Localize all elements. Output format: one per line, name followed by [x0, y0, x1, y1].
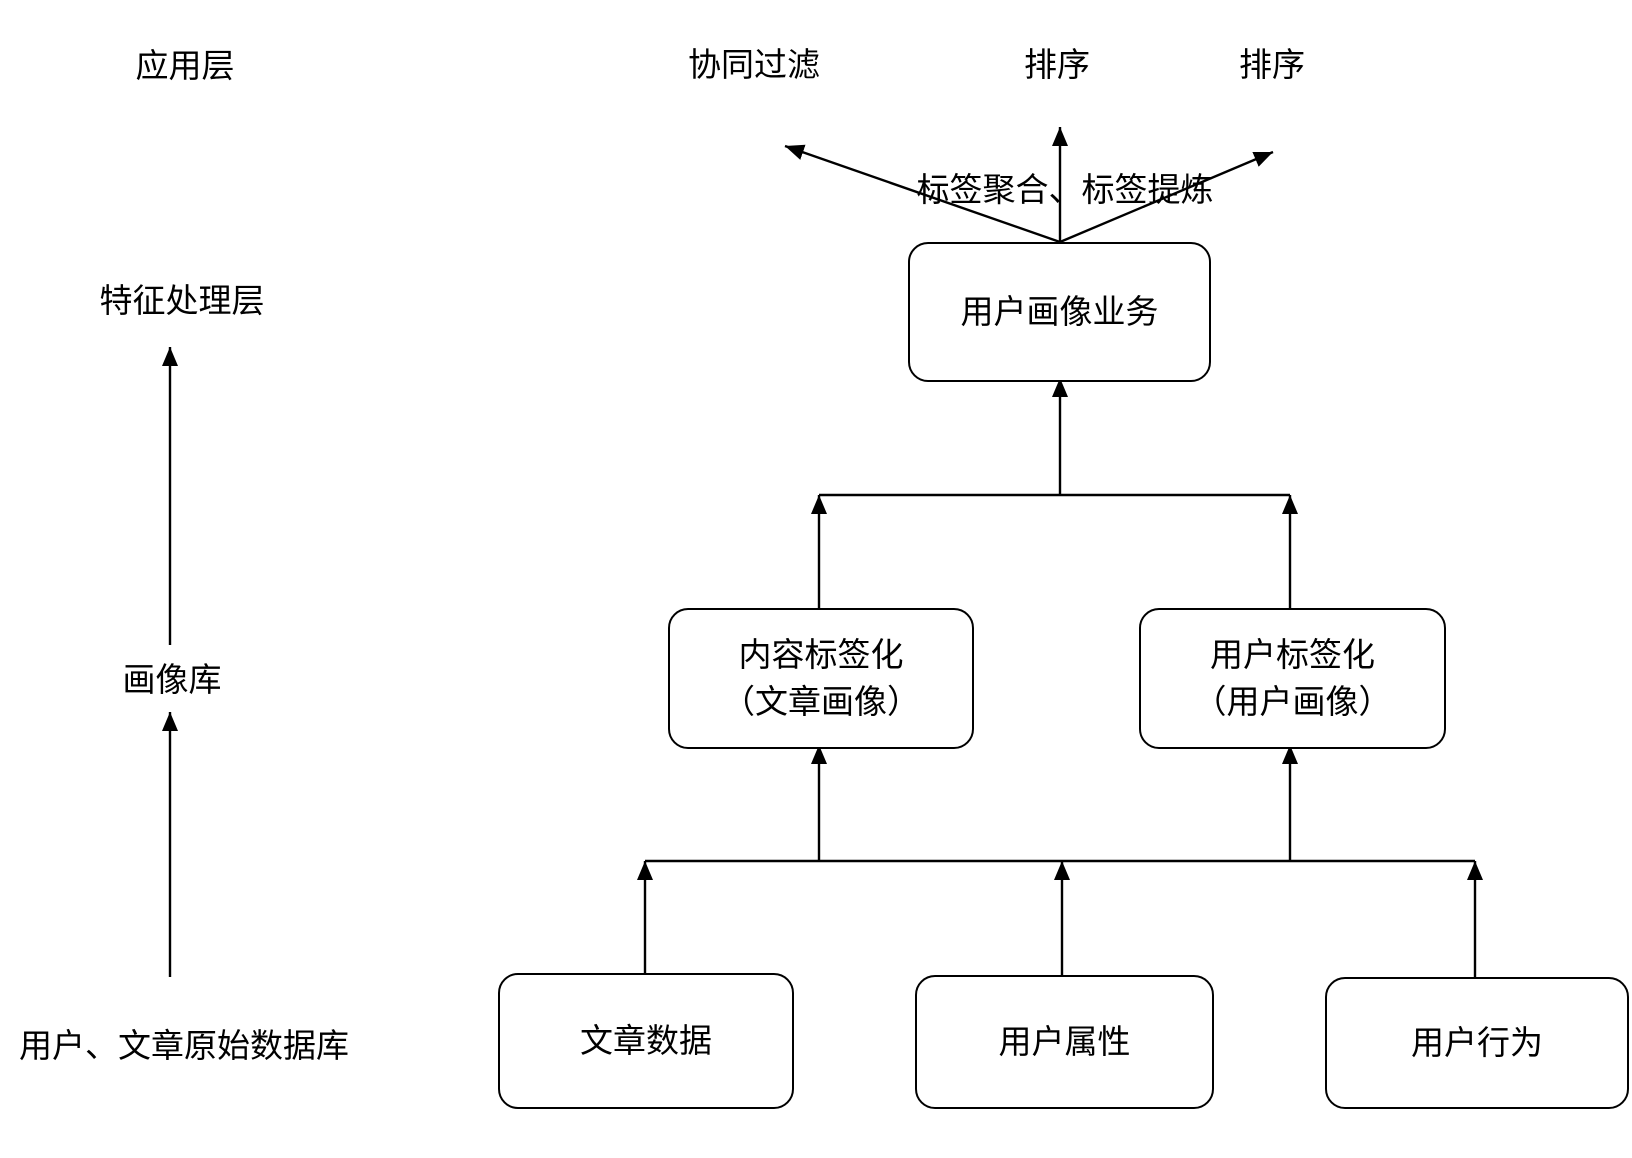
node-user-tagging-label-line2: （用户画像）	[1193, 682, 1392, 720]
node-user-behavior-label: 用户行为	[1411, 1023, 1543, 1061]
node-user-profile-service-label: 用户画像业务	[960, 292, 1159, 330]
connector-service-to-ranking-right-arrow	[1059, 150, 1274, 244]
node-user-behavior: 用户行为	[1325, 977, 1629, 1109]
node-article-data: 文章数据	[498, 973, 794, 1109]
label-feature-processing-layer: 特征处理层	[99, 282, 265, 319]
node-content-tagging: 内容标签化 （文章画像）	[668, 608, 974, 749]
node-article-data-label: 文章数据	[580, 1021, 712, 1059]
connector-service-to-collaborative-filtering-arrow	[784, 144, 1061, 244]
node-content-tagging-label-line2: （文章画像）	[722, 682, 920, 720]
label-raw-database: 用户、文章原始数据库	[19, 1027, 349, 1064]
node-user-attributes-label: 用户属性	[998, 1022, 1131, 1060]
label-ranking-right: 排序	[1239, 46, 1305, 83]
node-user-tagging-label-line1: 用户标签化	[1210, 635, 1375, 673]
node-user-profile-service: 用户画像业务	[908, 242, 1211, 382]
node-content-tagging-label-line1: 内容标签化	[738, 635, 904, 673]
label-application-layer: 应用层	[135, 47, 235, 84]
label-collaborative-filtering: 协同过滤	[688, 46, 820, 83]
node-user-attributes: 用户属性	[915, 975, 1214, 1109]
label-profile-library: 画像库	[122, 661, 222, 698]
label-tag-aggregation-refinement: 标签聚合、标签提炼	[916, 171, 1214, 208]
label-ranking-left: 排序	[1024, 46, 1090, 83]
node-user-tagging: 用户标签化 （用户画像）	[1139, 608, 1446, 749]
